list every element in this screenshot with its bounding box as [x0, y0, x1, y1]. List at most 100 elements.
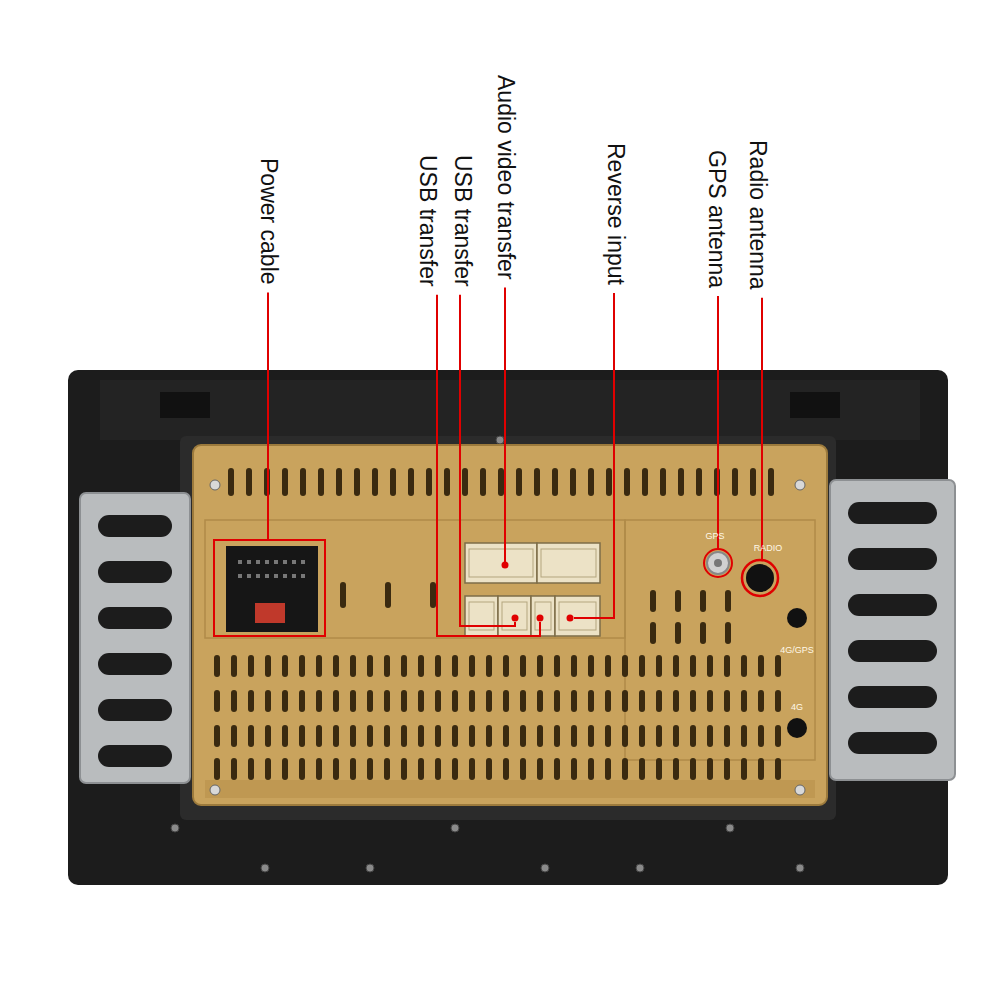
connector-pin	[283, 574, 287, 578]
vent-slot	[537, 758, 543, 780]
vent-slot	[537, 690, 543, 712]
vent-slot	[520, 655, 526, 677]
vent-slot	[469, 725, 475, 747]
vent-slot	[316, 758, 322, 780]
callout-label: USB transfer	[451, 155, 474, 287]
highlight-circle	[704, 549, 732, 577]
housing-group	[68, 370, 955, 885]
vent-slot	[469, 758, 475, 780]
vent-slot	[503, 725, 509, 747]
vent-slot	[741, 758, 747, 780]
antenna-hole	[787, 608, 807, 628]
vent-slot	[282, 655, 288, 677]
vent-slot	[588, 690, 594, 712]
connector-pin	[265, 560, 269, 564]
vent-slot	[775, 725, 781, 747]
vent-slot	[265, 690, 271, 712]
vent-slot	[605, 690, 611, 712]
vent-slot	[333, 655, 339, 677]
vent-slot	[435, 655, 441, 677]
vent-slot	[588, 468, 594, 496]
vent-slot	[552, 468, 558, 496]
connector-pin	[256, 574, 260, 578]
leader-line	[460, 295, 515, 626]
vent-slot	[401, 655, 407, 677]
vent-slot	[265, 758, 271, 780]
vent-slot	[300, 468, 306, 496]
vent-slot	[498, 468, 504, 496]
vent-slot	[401, 690, 407, 712]
chassis-panel	[625, 520, 815, 760]
plug-socket	[537, 543, 600, 583]
vent-slot	[537, 655, 543, 677]
bracket-slot	[848, 686, 937, 708]
leader-line	[761, 298, 763, 560]
vent-slot	[384, 758, 390, 780]
vent-slot	[469, 655, 475, 677]
screw	[796, 864, 804, 872]
vent-slot	[775, 655, 781, 677]
vent-slot	[214, 758, 220, 780]
vent-slot	[707, 690, 713, 712]
vent-slot	[570, 468, 576, 496]
vent-slot	[554, 758, 560, 780]
leader-line	[437, 295, 540, 636]
plug-inner	[541, 549, 596, 577]
vent-slot	[673, 690, 679, 712]
vent-slot	[452, 725, 458, 747]
vent-slot	[758, 725, 764, 747]
vent-slot	[639, 725, 645, 747]
vent-slot	[299, 758, 305, 780]
plug-socket	[465, 543, 537, 583]
vent-slot	[732, 468, 738, 496]
screw	[366, 864, 374, 872]
vent-slot	[282, 758, 288, 780]
vent-slot	[384, 690, 390, 712]
bracket-slot	[98, 561, 172, 583]
vent-slot	[520, 725, 526, 747]
vent-slot	[248, 725, 254, 747]
vent-slot	[650, 590, 656, 612]
leader-line	[717, 296, 719, 549]
vent-slot	[372, 468, 378, 496]
printed-marking: 4G	[791, 703, 803, 712]
callout-label: Reverse input	[604, 143, 627, 285]
vent-slot	[605, 758, 611, 780]
screw	[261, 864, 269, 872]
vent-slot	[622, 758, 628, 780]
vent-slot	[571, 725, 577, 747]
connector-pin	[265, 574, 269, 578]
vent-slot	[622, 690, 628, 712]
plug-socket	[465, 596, 498, 636]
screw	[210, 480, 220, 490]
connector-pin	[274, 574, 278, 578]
screw	[496, 436, 504, 444]
vent-slot	[642, 468, 648, 496]
vent-slot	[452, 758, 458, 780]
vent-slot	[775, 690, 781, 712]
bracket-slot	[98, 745, 172, 767]
vent-slot	[606, 468, 612, 496]
vent-slot	[452, 690, 458, 712]
vent-slot	[724, 725, 730, 747]
vent-slot	[384, 725, 390, 747]
callout-label: Power cable	[257, 158, 280, 285]
vent-slot	[588, 725, 594, 747]
vent-slot	[354, 468, 360, 496]
leader-line	[574, 293, 614, 618]
vent-slot	[333, 725, 339, 747]
vent-slot	[554, 690, 560, 712]
chassis-rail	[205, 780, 815, 798]
vent-slot	[588, 655, 594, 677]
vent-slot	[282, 468, 288, 496]
vent-slot	[231, 655, 237, 677]
bracket-slot	[848, 502, 937, 524]
vent-slot	[673, 655, 679, 677]
vent-slot	[660, 468, 666, 496]
vent-slot	[214, 655, 220, 677]
vent-slot	[707, 655, 713, 677]
plug-socket	[498, 596, 531, 636]
screw	[541, 864, 549, 872]
vent-slot	[401, 758, 407, 780]
vent-slot	[214, 690, 220, 712]
